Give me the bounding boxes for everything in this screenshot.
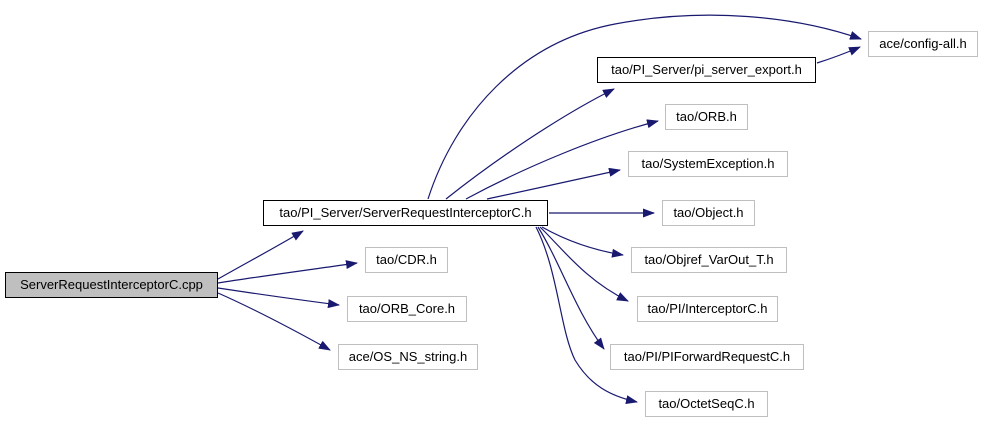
edge-interceptor-h-to-pi-server-export-h bbox=[445, 88, 615, 200]
edge-cpp-to-interceptor-h bbox=[217, 230, 304, 280]
node-tao-objref-varout-t-h: tao/Objref_VarOut_T.h bbox=[631, 247, 787, 273]
edge-interceptor-h-to-system-exception-h bbox=[486, 167, 621, 200]
edge-interceptor-h-to-pi-interceptor-c-h bbox=[539, 226, 629, 302]
node-server-request-interceptor-cpp: ServerRequestInterceptorC.cpp bbox=[5, 272, 218, 298]
node-pi-server-server-request-interceptor-h[interactable]: tao/PI_Server/ServerRequestInterceptorC.… bbox=[263, 200, 548, 226]
edge-interceptor-h-to-config-all-h bbox=[427, 14, 862, 200]
edge-cpp-to-orb-core-h bbox=[217, 287, 340, 309]
node-tao-cdr-h: tao/CDR.h bbox=[365, 247, 448, 273]
node-tao-object-h: tao/Object.h bbox=[662, 200, 755, 226]
edge-interceptor-h-to-objref-varout-t-h bbox=[541, 226, 624, 258]
node-tao-octet-seq-c-h: tao/OctetSeqC.h bbox=[645, 391, 768, 417]
edge-interceptor-h-to-orb-h bbox=[465, 119, 659, 200]
edge-interceptor-h-to-pi-forward-request-c-h bbox=[537, 226, 605, 350]
node-tao-pi-interceptor-c-h: tao/PI/InterceptorC.h bbox=[637, 296, 778, 322]
edge-cpp-to-os-ns-string-h bbox=[217, 292, 331, 351]
node-pi-server-export-h[interactable]: tao/PI_Server/pi_server_export.h bbox=[597, 57, 816, 83]
node-tao-system-exception-h: tao/SystemException.h bbox=[628, 151, 788, 177]
node-ace-os-ns-string-h: ace/OS_NS_string.h bbox=[338, 344, 478, 370]
node-tao-orb-h: tao/ORB.h bbox=[665, 104, 748, 130]
edge-interceptor-h-to-octet-seq-c-h bbox=[535, 226, 638, 405]
node-tao-orb-core-h: tao/ORB_Core.h bbox=[347, 296, 467, 322]
node-ace-config-all-h: ace/config-all.h bbox=[868, 31, 978, 57]
edge-pi-server-export-h-to-config-all-h bbox=[816, 46, 861, 64]
edge-cpp-to-cdr-h bbox=[217, 260, 358, 284]
node-tao-pi-pi-forward-request-c-h: tao/PI/PIForwardRequestC.h bbox=[610, 344, 804, 370]
